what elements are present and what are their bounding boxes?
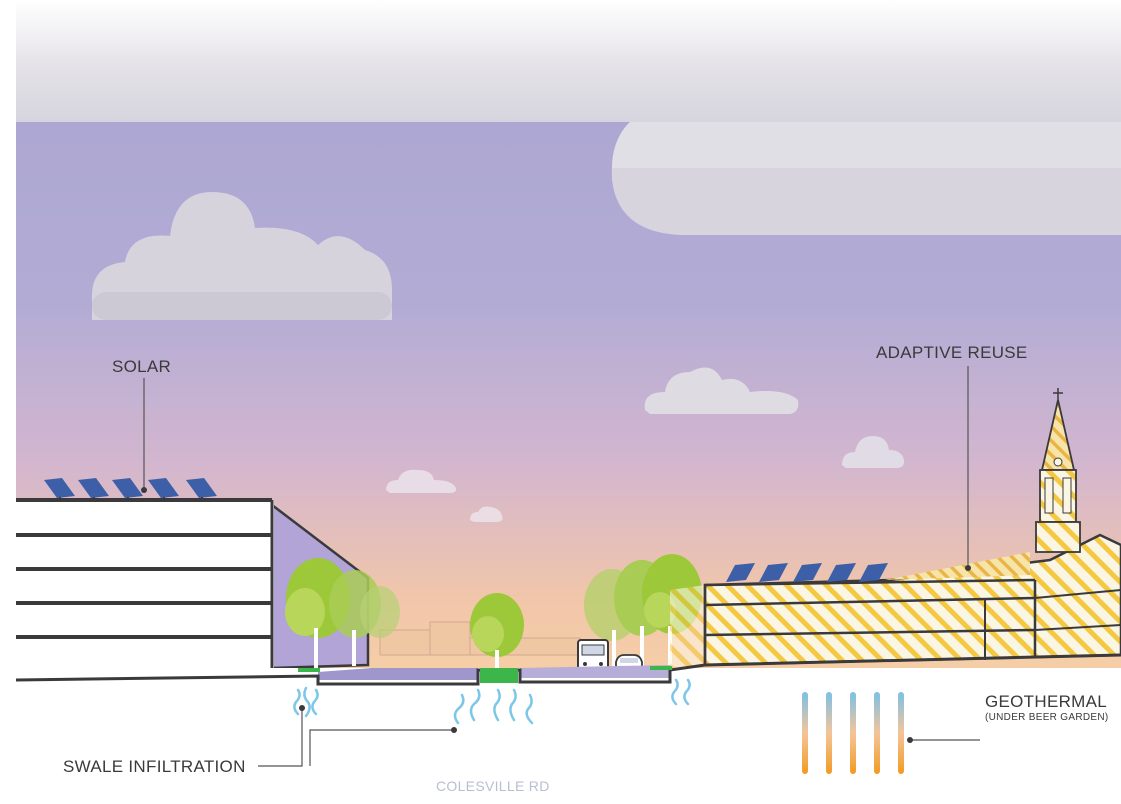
label-swale-infiltration: SWALE INFILTRATION (63, 757, 246, 776)
cloud-large (91, 192, 392, 320)
trees-left (285, 558, 400, 668)
solar-panels-right (726, 563, 888, 582)
label-solar: SOLAR (112, 357, 172, 376)
solar-panels-left (44, 478, 217, 502)
top-cloud-band (16, 0, 1121, 235)
cloud-center-1 (386, 469, 457, 493)
street-section (15, 653, 1121, 804)
infiltration-arrows (293, 678, 691, 725)
church-steeple (1035, 388, 1081, 553)
label-geothermal-note: (UNDER BEER GARDEN) (985, 712, 1109, 723)
cloud-right-1 (644, 367, 799, 414)
label-adaptive-reuse: ADAPTIVE REUSE (876, 343, 1028, 362)
geothermal-wells (802, 692, 904, 774)
leader-lines (141, 366, 980, 767)
center-median (470, 593, 524, 680)
cloud-right-2 (842, 436, 905, 468)
label-road-name: COLESVILLE RD (436, 778, 550, 794)
cloud-center-2 (470, 506, 503, 522)
bus (577, 639, 609, 671)
label-geothermal: GEOTHERMAL (985, 692, 1108, 711)
right-building (670, 533, 1121, 668)
